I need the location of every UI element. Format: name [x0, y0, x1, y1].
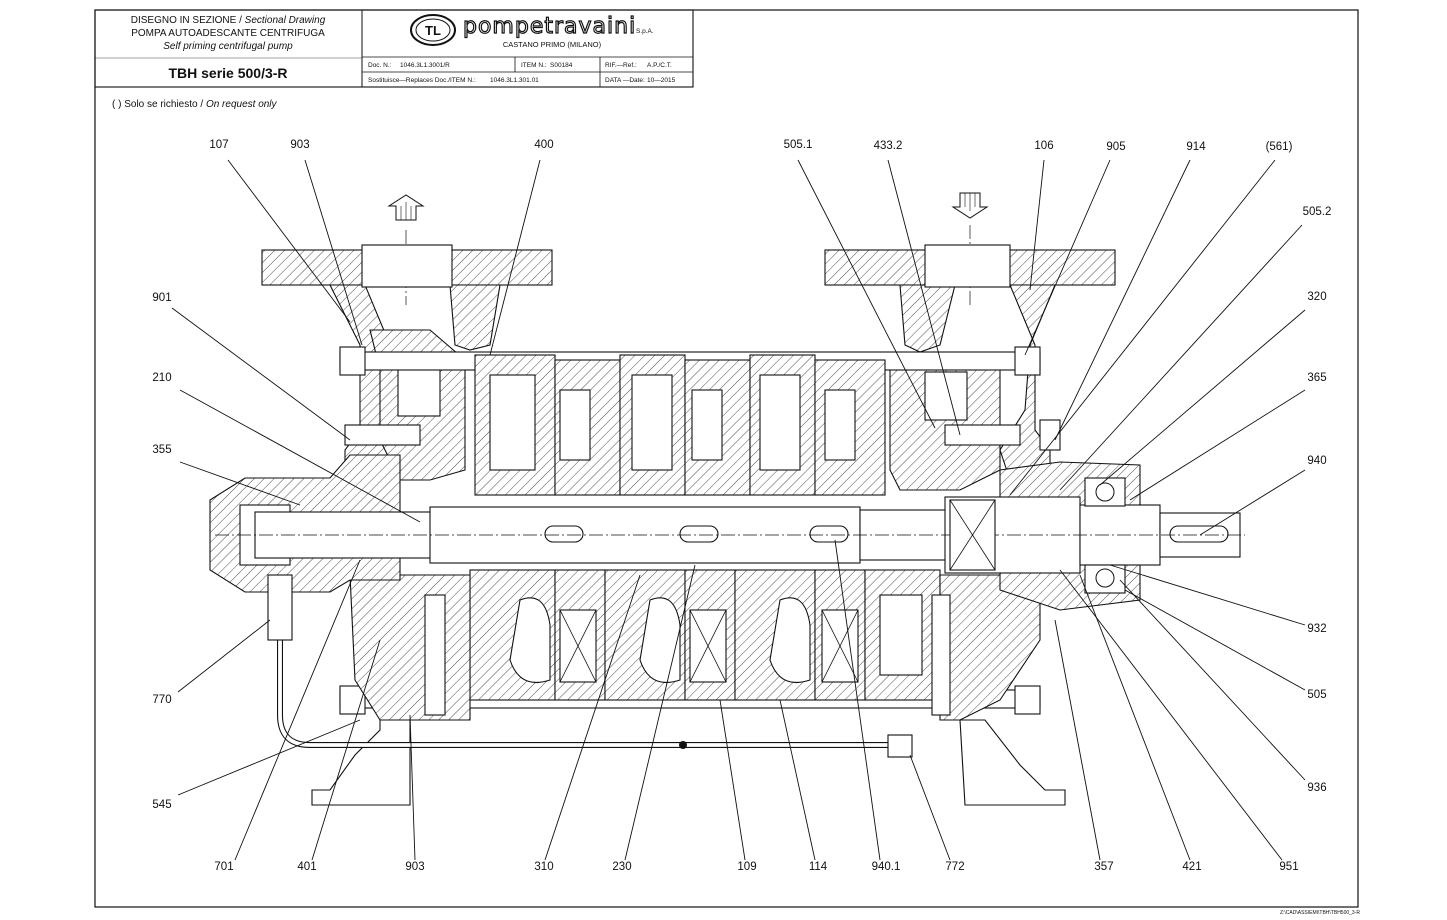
part-label-106: 106: [1034, 140, 1053, 152]
part-label-107: 107: [209, 139, 228, 151]
part-label-940-1: 940.1: [872, 861, 901, 873]
company-name: pompetravaini: [463, 14, 636, 39]
part-label-932: 932: [1307, 623, 1326, 635]
part-label-772: 772: [945, 861, 964, 873]
drawing-type-label: DISEGNO IN SEZIONE / Sectional Drawing: [131, 15, 326, 26]
file-path: Z:\CAD\ASSIEMI\TBH\TBH500_3-R: [1280, 910, 1360, 916]
logo-mark: TL: [425, 23, 441, 38]
replaces-label: Sostituisce—Replaces Doc./ITEM N.:: [368, 77, 476, 84]
part-label-355: 355: [152, 444, 171, 456]
part-label-400: 400: [534, 139, 553, 151]
reference-value: A.P./C.T.: [647, 62, 672, 69]
part-label-365: 365: [1307, 372, 1326, 384]
part-label-210: 210: [152, 372, 171, 384]
part-label-310: 310: [534, 861, 553, 873]
part-label-357: 357: [1094, 861, 1113, 873]
leader-lines: [171, 159, 1306, 861]
company-logo: TL: [410, 14, 456, 46]
part-label-114: 114: [809, 861, 828, 873]
on-request-note: ( ) Solo se richiesto / On request only: [112, 99, 278, 110]
pump-section-drawing: [209, 192, 1245, 806]
part-label-914: 914: [1186, 141, 1206, 153]
item-number-label: ITEM N.:: [521, 62, 547, 69]
doc-number-value: 1046.3L1.3001/R: [400, 62, 450, 69]
part-label-421: 421: [1182, 861, 1201, 873]
reference-label: RIF.—Ref.:: [605, 62, 637, 69]
stage-casings-lower: [469, 569, 941, 701]
outlet-flow-arrow: [387, 194, 425, 221]
part-label-433-2: 433.2: [874, 140, 903, 152]
part-label-905: 905: [1106, 141, 1125, 153]
part-label-109: 109: [737, 861, 756, 873]
part-label-320: 320: [1307, 291, 1326, 303]
sheet-border: [94, 9, 1359, 908]
part-label-505-2: 505.2: [1303, 206, 1332, 218]
title-block: DISEGNO IN SEZIONE / Sectional Drawing P…: [94, 9, 694, 88]
date-value: 10—2015: [647, 77, 676, 84]
part-label-505: 505: [1307, 689, 1326, 701]
inlet-flow-arrow: [951, 192, 989, 219]
pump-type-label: POMPA AUTOADESCANTE CENTRIFUGA: [131, 28, 325, 39]
stage-casings-upper: [474, 354, 886, 496]
pump-type-english-label: Self priming centrifugal pump: [163, 41, 293, 52]
tie-rod-903-lower: [424, 594, 446, 716]
item-number-value: S00184: [550, 62, 573, 69]
series-title: TBH serie 500/3-R: [168, 65, 287, 81]
company-location: CASTANO PRIMO (MILANO): [503, 40, 602, 49]
part-label-545: 545: [152, 799, 171, 811]
part-label-701: 701: [214, 861, 233, 873]
part-label-770: 770: [152, 694, 171, 706]
doc-number-label: Doc. N.:: [368, 62, 392, 69]
pump-feet: [311, 719, 1066, 806]
part-label-903-top: 903: [290, 139, 309, 151]
part-label-401: 401: [297, 861, 316, 873]
company-suffix: S.p.A.: [636, 28, 654, 35]
part-labels: 107 903 400 505.1 433.2 106 905 914 (561…: [152, 139, 1331, 873]
part-label-505-1: 505.1: [784, 139, 813, 151]
date-label: DATA —Date:: [605, 77, 645, 84]
part-label-561: (561): [1266, 141, 1293, 153]
part-label-230: 230: [612, 861, 631, 873]
part-label-903-bottom: 903: [405, 861, 424, 873]
part-label-951: 951: [1279, 861, 1298, 873]
part-label-901: 901: [152, 292, 171, 304]
part-label-936: 936: [1307, 782, 1326, 794]
discharge-casing-lower: [349, 574, 471, 721]
replaces-value: 1046.3L1.301.01: [490, 77, 539, 84]
part-label-940: 940: [1307, 455, 1326, 467]
